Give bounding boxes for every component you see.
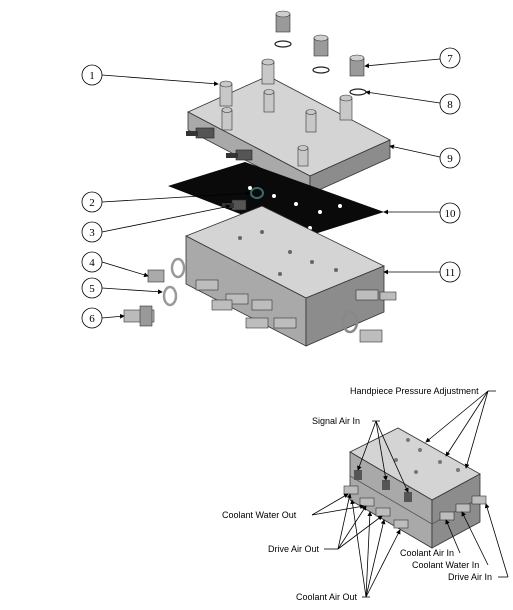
svg-text:Coolant Air In: Coolant Air In — [400, 548, 454, 558]
callout-9: 9 — [389, 144, 461, 169]
label-handpiece-pressure: Handpiece Pressure Adjustment — [350, 386, 496, 469]
svg-text:Coolant Water In: Coolant Water In — [412, 560, 479, 570]
svg-text:7: 7 — [447, 53, 453, 65]
label-coolant-air-in: Coolant Air In — [400, 519, 461, 558]
label-signal-air-in: Signal Air In — [312, 416, 409, 493]
svg-text:2: 2 — [89, 197, 95, 209]
svg-text:6: 6 — [89, 313, 95, 325]
callout-4: 4 — [81, 251, 149, 278]
callout-6: 6 — [81, 307, 125, 329]
svg-text:Drive Air Out: Drive Air Out — [268, 544, 320, 554]
svg-text:Coolant Air Out: Coolant Air Out — [296, 592, 358, 602]
callout-1: 1 — [81, 64, 219, 87]
callout-11: 11 — [383, 261, 461, 283]
svg-text:8: 8 — [447, 99, 453, 111]
assembled-manifold — [343, 427, 487, 549]
svg-text:10: 10 — [445, 208, 457, 220]
svg-text:5: 5 — [89, 283, 95, 295]
callout-8: 8 — [365, 90, 461, 115]
label-coolant-water-in: Coolant Water In — [412, 511, 489, 570]
label-coolant-air-out: Coolant Air Out — [296, 499, 401, 602]
callout-5: 5 — [81, 277, 163, 299]
loose-side-fittings — [123, 257, 186, 327]
svg-text:1: 1 — [89, 70, 95, 82]
callout-2: 2 — [81, 190, 251, 213]
callout-7: 7 — [364, 47, 461, 69]
svg-text:Handpiece Pressure Adjustment: Handpiece Pressure Adjustment — [350, 386, 479, 396]
callout-3: 3 — [81, 204, 231, 243]
svg-text:9: 9 — [447, 153, 453, 165]
bottom-block — [185, 205, 397, 347]
label-drive-air-out: Drive Air Out — [268, 493, 383, 554]
loose-fittings — [274, 10, 367, 96]
svg-text:11: 11 — [445, 267, 456, 279]
label-coolant-water-out: Coolant Water Out — [222, 493, 365, 520]
label-drive-air-in: Drive Air In — [448, 503, 509, 582]
svg-text:Signal Air In: Signal Air In — [312, 416, 360, 426]
callout-10: 10 — [383, 202, 461, 224]
svg-text:Drive Air In: Drive Air In — [448, 572, 492, 582]
svg-text:Coolant Water Out: Coolant Water Out — [222, 510, 297, 520]
svg-text:4: 4 — [89, 257, 95, 269]
svg-text:3: 3 — [89, 227, 95, 239]
